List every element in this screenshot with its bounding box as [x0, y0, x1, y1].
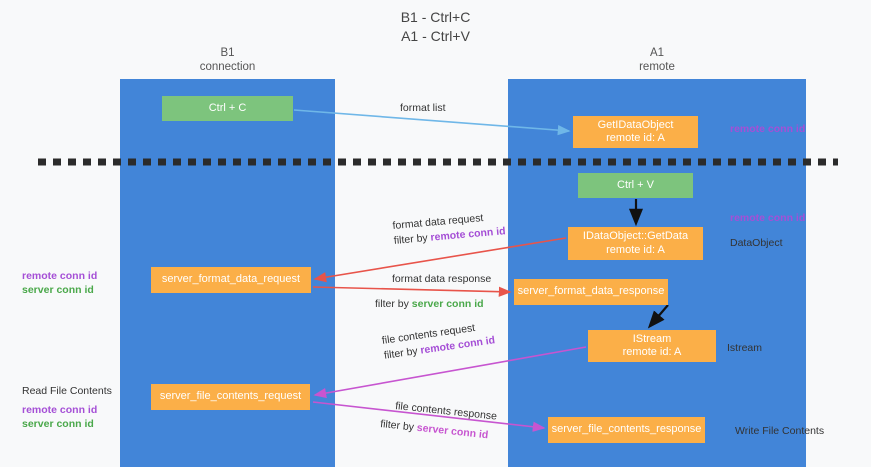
node-server-format-data-response[interactable]: server_format_data_response	[514, 279, 668, 305]
side-label-remote-conn-id-top: remote conn id	[730, 123, 806, 135]
filter-by-text-1: filter by	[393, 231, 432, 247]
title-line-1: B1 - Ctrl+C	[400, 9, 471, 25]
server-conn-id-text-1: server conn id	[411, 298, 484, 310]
lane-header-b1-sub: connection	[199, 61, 256, 73]
node-server-format-data-response-label: server_format_data_response	[517, 285, 665, 298]
side-label-left-remote-conn-id-bottom: remote conn id	[22, 404, 98, 416]
node-get-idataobject-line1: GetIDataObject	[597, 118, 674, 131]
node-istream-line1: IStream	[632, 332, 672, 345]
node-ctrl-c[interactable]: Ctrl + C	[162, 96, 293, 121]
node-idataobject-getdata-line2: remote id: A	[606, 243, 665, 256]
node-ctrl-c-label: Ctrl + C	[208, 101, 247, 114]
arrow-format-data-response	[312, 286, 512, 297]
node-server-file-contents-response[interactable]: server_file_contents_response	[548, 417, 705, 443]
lane-header-a1-id: A1	[649, 47, 665, 59]
filter-by-text-3: filter by	[383, 344, 422, 362]
side-label-istream: Istream	[727, 342, 763, 354]
edge-label-format-data-response-line1: format data response	[392, 273, 492, 285]
node-istream[interactable]: IStream remote id: A	[588, 330, 716, 362]
node-server-file-contents-response-label: server_file_contents_response	[551, 423, 702, 436]
server-conn-id-text-2: server conn id	[416, 421, 489, 442]
node-ctrl-v[interactable]: Ctrl + V	[578, 173, 693, 198]
side-label-left-remote-conn-id-mid: remote conn id	[22, 270, 98, 282]
lane-header-a1-sub: remote	[639, 61, 675, 73]
edge-label-format-list: format list	[400, 102, 446, 114]
filter-by-text-2: filter by	[375, 298, 412, 310]
edge-label-format-data-response: format data response	[392, 272, 491, 287]
diagram-title: B1 - Ctrl+C A1 - Ctrl+V	[0, 8, 871, 46]
node-get-idataobject[interactable]: GetIDataObject remote id: A	[573, 116, 698, 148]
node-server-file-contents-request[interactable]: server_file_contents_request	[151, 384, 310, 410]
node-server-file-contents-request-label: server_file_contents_request	[159, 390, 302, 403]
lane-header-a1: A1 remote	[508, 46, 806, 74]
node-idataobject-getdata[interactable]: IDataObject::GetData remote id: A	[568, 227, 703, 260]
node-server-format-data-request-label: server_format_data_request	[161, 273, 301, 286]
node-idataobject-getdata-line1: IDataObject::GetData	[582, 230, 689, 242]
side-label-read-file-contents: Read File Contents	[22, 385, 112, 397]
lane-header-b1-id: B1	[220, 47, 235, 59]
title-line-2: A1 - Ctrl+V	[401, 28, 470, 44]
filter-by-text-4: filter by	[379, 417, 418, 434]
lane-header-b1: B1 connection	[120, 46, 335, 74]
edge-label-format-data-request: format data request filter by remote con…	[392, 209, 506, 249]
edge-label-format-data-response-filter: filter by server conn id	[375, 297, 484, 312]
side-label-left-server-conn-id-bottom: server conn id	[22, 418, 94, 430]
side-label-write-file-contents: Write File Contents	[735, 425, 825, 437]
side-label-left-server-conn-id-mid: server conn id	[22, 284, 94, 296]
node-server-format-data-request[interactable]: server_format_data_request	[151, 267, 311, 293]
node-ctrl-v-label: Ctrl + V	[617, 178, 654, 191]
node-istream-line2: remote id: A	[622, 346, 682, 358]
side-label-data-object: DataObject	[730, 237, 783, 249]
edge-label-file-contents-request: file contents request filter by remote c…	[381, 318, 496, 363]
side-label-remote-conn-id-mid: remote conn id	[730, 212, 806, 224]
node-get-idataobject-line2: remote id: A	[606, 132, 665, 144]
